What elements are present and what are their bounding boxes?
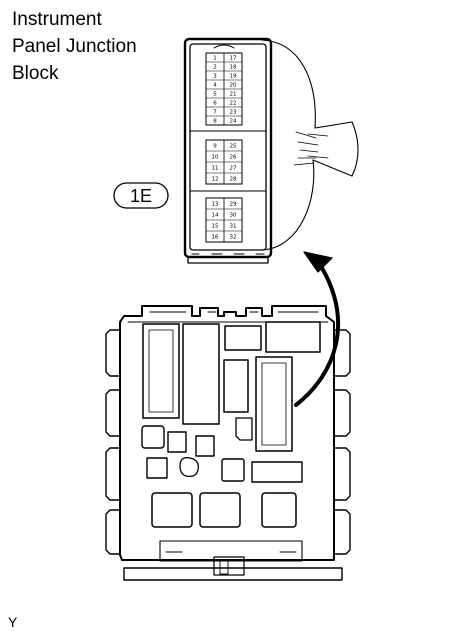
relay-slot-top-right [265,321,321,353]
pin-number: 10 [212,155,219,161]
pin-number: 23 [230,110,237,116]
relay-bottom-left [151,492,193,528]
junction-block-housing [119,305,335,561]
component-title: Instrument Panel Junction Block [12,9,137,84]
pin-number: 25 [230,144,237,150]
socket-small-4 [146,457,168,479]
pin-number: 21 [230,92,237,98]
connector-housing [183,37,273,259]
connector-bottom-lip [187,256,269,264]
pin-number: 1 [213,56,217,62]
figure-code: Y [8,614,18,630]
pin-number: 5 [213,92,217,98]
connector-lock-tab [213,44,235,49]
socket-small-3 [195,435,215,457]
pin-number: 28 [230,177,237,183]
connector-label-text: 1E [130,186,152,206]
socket-small-5 [221,458,245,482]
socket-small-2 [167,431,187,453]
pin-number: 2 [213,65,217,71]
pin-number: 30 [230,213,237,219]
pin-number: 13 [212,202,219,208]
pin-number: 26 [230,155,237,161]
pin-number: 19 [230,74,237,80]
connector-label-1e: 1E [113,182,169,209]
pin-number: 6 [213,101,217,107]
pin-number: 31 [230,224,237,230]
fuse-slot-middle [223,359,249,413]
connection-arrow [294,251,340,407]
pin-number: 9 [213,144,217,150]
relay-slot-tall-left [142,323,180,419]
pin-number: 3 [213,74,217,80]
pin-number: 12 [212,177,219,183]
pin-number: 8 [213,119,217,125]
pin-number: 22 [230,101,237,107]
pin-number: 15 [212,224,219,230]
pin-number: 18 [230,65,237,71]
pin-number: 24 [230,119,237,125]
socket-small-keyed [235,417,253,441]
relay-bottom-right [261,492,297,528]
pin-number: 27 [230,166,237,172]
pin-number: 14 [212,213,219,219]
socket-wide [251,461,303,483]
relay-bottom-middle [199,492,241,528]
socket-round [179,457,199,478]
relay-slot-tall-right [255,356,293,452]
pin-number: 17 [230,56,237,62]
junction-block-body [105,305,351,581]
pin-number: 16 [212,235,219,241]
pin-number: 20 [230,83,237,89]
pin-number: 32 [230,235,237,241]
pin-number: 4 [213,83,217,89]
connector-inner-frame [189,43,267,251]
connector-1e: 1 17 2 18 3 19 4 20 5 21 6 22 7 23 8 24 9 25 10 26 11 27 12 28 1… [183,37,273,264]
pin-number: 11 [212,166,219,172]
pin-number: 7 [213,110,217,116]
wire-harness [261,39,359,251]
socket-small-1 [141,425,165,449]
base-plate [123,567,343,581]
pin-number: 29 [230,202,237,208]
relay-slot-top-small [224,325,262,351]
relay-slot-tall-middle [182,323,220,425]
